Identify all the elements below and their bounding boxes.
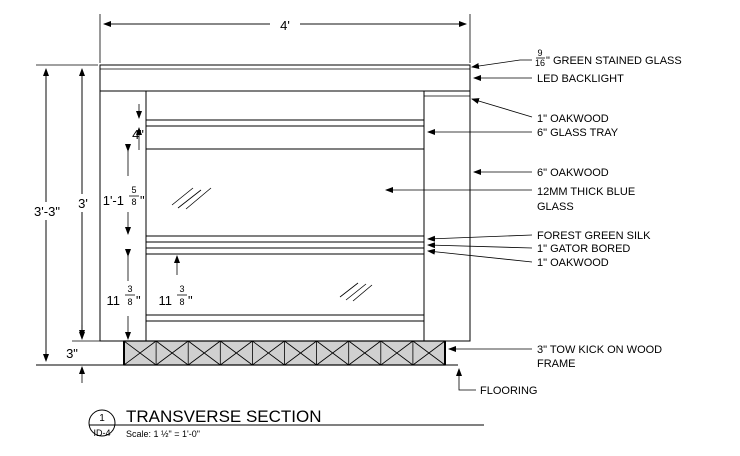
hatch-line [220, 340, 253, 366]
lower-gap-num-left: 3 [127, 284, 132, 294]
green-glass-den: 16 [535, 58, 545, 68]
hatch-line [123, 340, 157, 366]
led-note: LED BACKLIGHT [537, 73, 624, 85]
blue-glass-note-2: GLASS [537, 201, 574, 213]
right-post [423, 90, 471, 342]
lower-gap-unit-left: " [136, 293, 141, 308]
lower-gap-den-right: 8 [179, 297, 184, 307]
hatch-line [284, 340, 317, 366]
lower-gap-num-right: 3 [179, 284, 184, 294]
flooring-note: FLOORING [480, 385, 537, 397]
blue-glass-note-1: 12MM THICK BLUE [537, 186, 635, 198]
kick-note-2: FRAME [537, 358, 576, 370]
hatch-line [155, 340, 189, 366]
top-shelf-gap-label: 4" [132, 127, 144, 142]
lower-gap-dimension-left: 11 3 8 " [107, 249, 141, 340]
hatch-line [252, 340, 285, 366]
lower-gap-den-left: 8 [127, 297, 132, 307]
glass-gap-whole: 1'-1 [103, 193, 124, 208]
lower-gap-unit-right: " [188, 293, 193, 308]
x-hatch-kick-icon [123, 340, 446, 366]
top-shelf-gap-dimension: 4" [132, 104, 144, 150]
oak2-note: 1" OAKWOOD [537, 257, 609, 269]
silk-note: FOREST GREEN SILK [537, 230, 651, 242]
detail-number: 1 [99, 413, 105, 424]
glass-gap-dimension: 1'-1 5 8 " [103, 144, 145, 235]
lower-gap-whole-left: 11 [107, 293, 121, 308]
oak1-note: 1" OAKWOOD [537, 113, 609, 125]
hatch-line [380, 340, 414, 366]
glass-gap-den: 8 [131, 197, 136, 207]
glass-reflection-marks [171, 187, 373, 302]
top-width-dimension: 4' [99, 14, 471, 63]
hatch-line [316, 340, 349, 366]
hatch-line [348, 340, 382, 366]
glass-tray-note: 6" GLASS TRAY [537, 127, 619, 139]
drawing-scale: Scale: 1 ½" = 1'-0" [126, 429, 200, 439]
hatch-line [412, 340, 446, 366]
detail-bubble [88, 409, 116, 437]
green-glass-num: 9 [537, 48, 542, 58]
cabinet-height-dimension: 3' [72, 68, 124, 342]
top-width-label: 4' [280, 18, 290, 33]
sheet-number: ID-4 [93, 428, 110, 438]
green-glass-note: " GREEN STAINED GLASS [546, 55, 682, 67]
title-block: 1 ID-4 TRANSVERSE SECTION Scale: 1 ½" = … [88, 407, 484, 439]
oak6-note: 6" OAKWOOD [537, 167, 609, 179]
overall-height-label: 3'-3" [34, 204, 60, 219]
cabinet-body [99, 64, 471, 342]
drawing-title: TRANSVERSE SECTION [126, 407, 322, 426]
hatch-line [187, 340, 221, 366]
cabinet-height-label: 3' [78, 196, 88, 211]
gator-note: 1" GATOR BORED [537, 243, 630, 255]
kick-height-dimension: 3" [66, 325, 85, 383]
glass-gap-num: 5 [131, 185, 136, 195]
toe-kick [123, 340, 446, 366]
overall-height-dimension: 3'-3" [30, 64, 98, 362]
lower-gap-dimension-right: 11 3 8 " [159, 255, 193, 308]
top-slab [99, 64, 471, 92]
kick-height-label: 3" [66, 346, 78, 361]
kick-note-1: 3" TOW KICK ON WOOD [537, 344, 662, 356]
lower-gap-whole-right: 11 [159, 293, 173, 308]
glass-gap-unit: " [140, 193, 145, 208]
callouts: 9 16 " GREEN STAINED GLASS LED BACKLIGHT… [385, 48, 682, 397]
